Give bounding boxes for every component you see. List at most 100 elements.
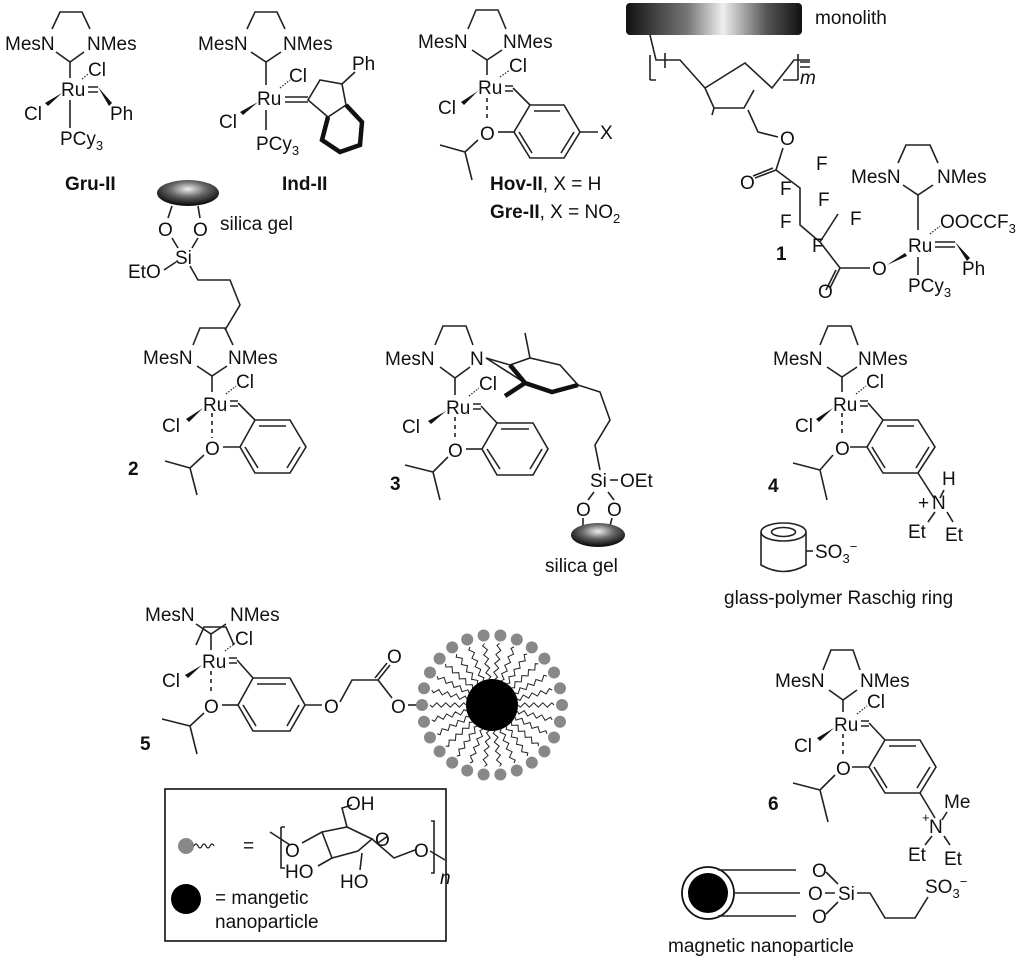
grey-bead (418, 682, 430, 695)
atom-label: O (158, 220, 173, 241)
compound-label-gre-ii: Gre-II, X = NO2 (490, 202, 620, 226)
grey-bead (446, 641, 459, 654)
grey-bead (554, 715, 566, 728)
grey-bead (525, 756, 538, 769)
atom-label: F (816, 154, 828, 175)
atom-label: N (470, 349, 484, 370)
atom-label: MesN (198, 34, 248, 55)
glycan-chain (493, 643, 502, 680)
atom-label: O (576, 500, 591, 521)
glycan-chain (499, 729, 516, 764)
glycan-chain (468, 646, 485, 681)
atom-label: O (836, 759, 851, 780)
atom-label: NMes (860, 671, 910, 692)
atom-label: F (818, 190, 830, 211)
atom-label: MesN (773, 349, 823, 370)
grey-bead (538, 652, 551, 665)
grey-bead (510, 633, 523, 646)
grey-bead (554, 682, 566, 695)
grey-bead (477, 768, 490, 781)
compound-label-6: 6 (768, 794, 779, 815)
atom-label: MesN (775, 671, 825, 692)
atom-label: Et (908, 522, 927, 543)
atom-label: NMes (937, 167, 987, 188)
atom-label: N (932, 493, 946, 514)
support-label-silica-gel: silica gel (220, 214, 293, 235)
atom-label: SO3− (815, 539, 857, 566)
atom-label: PCy3 (256, 134, 299, 158)
atom-label: Cl (509, 56, 527, 77)
atom-label: Cl (236, 372, 254, 393)
ind-ii-structure: MesN NMes Ru Cl Cl Ph PCy3 Ind-II (198, 11, 375, 195)
compound-label-2: 2 (128, 459, 139, 480)
atom-label: Cl (438, 98, 456, 119)
magnetic-core (466, 679, 518, 731)
atom-label: NMes (87, 34, 137, 55)
atom-label: + (922, 810, 930, 825)
grey-bead (424, 666, 436, 679)
atom-label: O (448, 441, 463, 462)
grey-bead (416, 699, 428, 711)
wedge-bond (45, 93, 62, 106)
glycan-chain (456, 725, 478, 757)
atom-label: OOCCF3 (940, 212, 1016, 236)
support-label-monolith: monolith (815, 8, 887, 29)
compound-label-1: 1 (776, 244, 787, 265)
glycan-chain (482, 730, 491, 767)
atom-label: Si (838, 884, 855, 905)
atom-label: Ph (352, 54, 375, 75)
atom-label: NMes (230, 605, 280, 626)
atom-label: Cl (162, 416, 180, 437)
grey-bead (424, 731, 436, 744)
atom-label: O (391, 697, 406, 718)
glycan-chain (500, 646, 515, 682)
atom-label: Cl (24, 104, 42, 125)
compound-label-gru-ii: Gru-II (65, 174, 116, 195)
atom-label: F (850, 209, 862, 230)
atom-label: Ph (110, 104, 133, 125)
glycan-chain (436, 676, 470, 694)
glycan-chain (436, 715, 470, 736)
atom-label: Ru (257, 89, 281, 110)
atom-label: MesN (418, 32, 468, 53)
grey-bead (548, 666, 560, 679)
grey-bead (461, 633, 474, 646)
atom-label: NMes (858, 349, 908, 370)
atom-label: OEt (620, 471, 653, 492)
legend-particle-text-line1: = mangetic (215, 888, 308, 909)
atom-label: PCy3 (60, 129, 103, 153)
atom-label: MesN (5, 34, 55, 55)
atom-label: Ru (908, 236, 932, 257)
atom-label: X (600, 123, 613, 144)
grey-bead (538, 745, 551, 758)
legend-particle-text-line2: nanoparticle (215, 912, 319, 933)
atom-label: Cl (402, 417, 420, 438)
atom-label: Ru (203, 395, 227, 416)
atom-label: Ru (446, 398, 470, 419)
atom-label: NMes (228, 348, 278, 369)
monolith-support (626, 3, 802, 35)
atom-label: Cl (219, 112, 237, 133)
atom-label: Ru (61, 80, 85, 101)
compound-label-3: 3 (390, 474, 401, 495)
compound-4-structure: MesN NMes Ru Cl Cl O 4 H + N Et Et SO3− … (724, 325, 964, 609)
atom-label: Cl (794, 736, 812, 757)
atom-label: O (808, 884, 823, 905)
atom-label: MesN (851, 167, 901, 188)
glycan-chain (445, 721, 473, 747)
atom-label: Ru (833, 395, 857, 416)
atom-label: O (414, 841, 429, 862)
support-label-silica-gel: silica gel (545, 556, 618, 577)
silica-gel-support (571, 523, 625, 547)
atom-label: MesN (145, 605, 195, 626)
atom-label: Me (944, 792, 970, 813)
glycan-coated-nanoparticle-icon (416, 629, 568, 781)
compound-3-structure: MesN N Ru Cl Cl O 3 Si OEt O O silica ge… (385, 325, 653, 577)
atom-label: F (780, 179, 792, 200)
glycan-chain (455, 653, 479, 684)
glycan-chain (511, 722, 539, 747)
atom-label: O (324, 697, 339, 718)
atom-label: OH (346, 794, 375, 815)
legend-box: = O OH O O HO HO n = mangetic nanopartic… (164, 788, 451, 942)
